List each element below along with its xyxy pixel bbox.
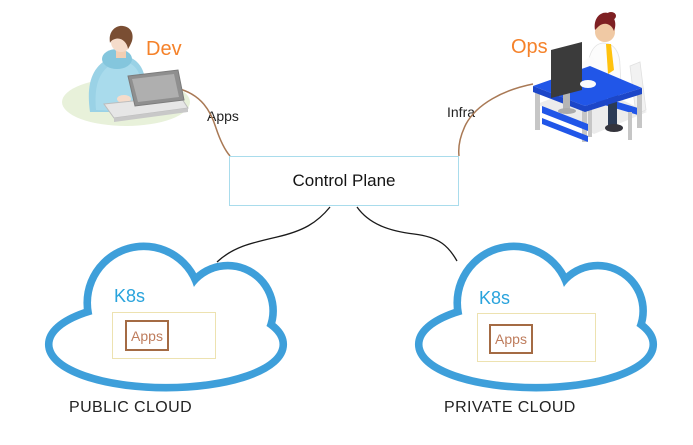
public-cloud-name: PUBLIC CLOUD — [69, 399, 193, 416]
public-cloud-apps-node: Apps — [125, 320, 169, 351]
public-cloud-k8s-label: K8s — [114, 286, 146, 306]
control-plane-to-public-cloud-connector — [216, 206, 331, 263]
developer-with-laptop-icon — [62, 25, 190, 126]
operator-at-desk-icon — [533, 12, 647, 142]
ops-to-control-plane-connector — [458, 83, 534, 157]
private-cloud-apps-label: Apps — [495, 331, 527, 347]
private-cloud-name: PRIVATE CLOUD — [444, 399, 576, 416]
private-cloud-k8s-label: K8s — [479, 288, 511, 308]
control-plane-to-private-cloud-connector — [356, 206, 458, 262]
ops-label: Ops — [511, 36, 548, 58]
control-plane-label: Control Plane — [292, 171, 396, 190]
control-plane-node: Control Plane — [229, 156, 459, 206]
dev-to-control-plane-connector — [175, 87, 231, 157]
infra-connector-label: Infra — [447, 104, 476, 120]
dev-label: Dev — [146, 38, 182, 60]
public-cloud-apps-label: Apps — [131, 327, 163, 344]
apps-connector-label: Apps — [207, 108, 239, 124]
private-cloud-apps-node: Apps — [489, 324, 533, 354]
